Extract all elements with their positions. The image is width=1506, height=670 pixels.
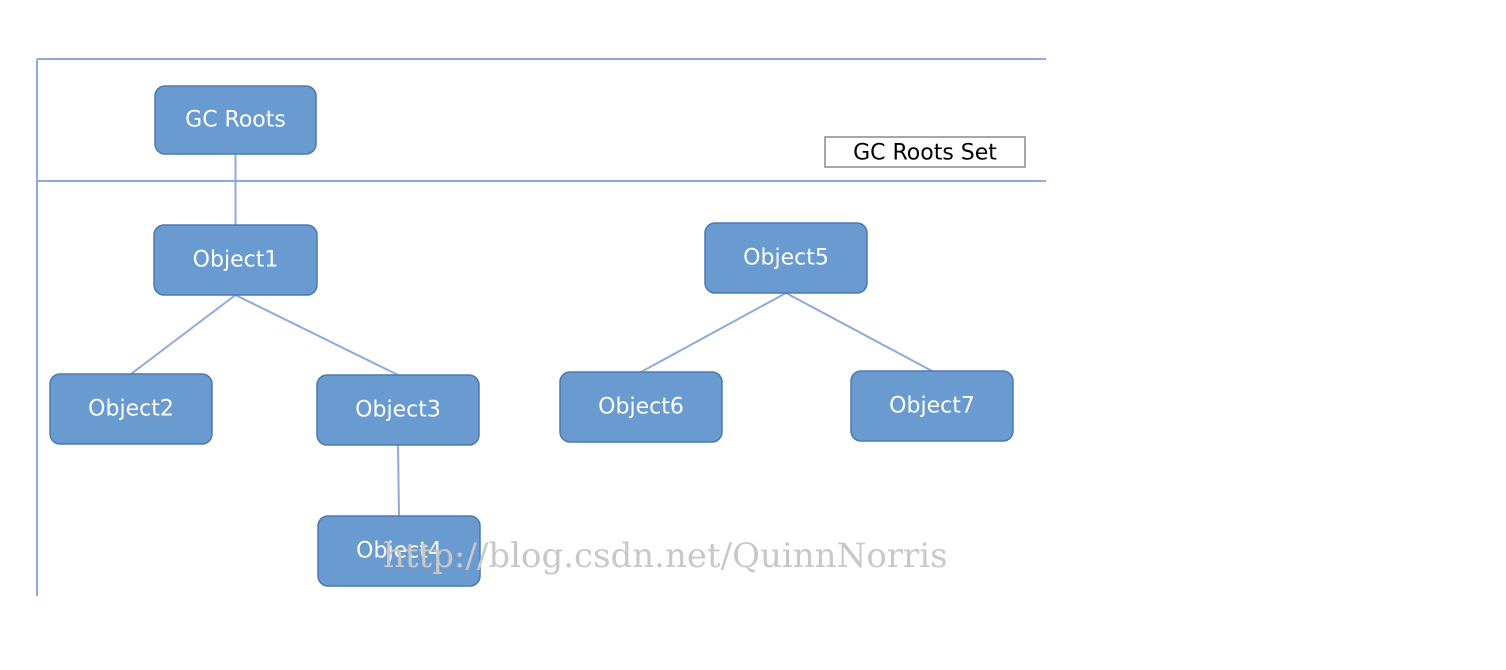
node-object1: Object1 [153,224,318,296]
diagram-frame [36,58,1046,596]
node-box-object3 [316,374,480,446]
node-label-object5: Object5 [743,246,829,271]
node-box-object1 [153,224,318,296]
node-label-object7: Object7 [889,394,975,419]
edge-object1-object2 [130,294,237,375]
edge-object5-object7 [785,292,933,372]
node-label-object3: Object3 [355,398,441,423]
edge-object1-object3 [235,294,399,376]
node-label-gc-roots: GC Roots [185,108,286,133]
node-box-object4 [317,515,481,587]
node-box-gc-roots [154,85,317,155]
node-object5: Object5 [704,222,868,294]
edge-object5-object6 [640,292,787,373]
watermark: http://blog.csdn.net/QuinnNorris [383,536,948,576]
node-object4: Object4 [317,515,481,587]
roots-set-label-box [824,136,1026,168]
edge-object3-object4 [397,444,400,517]
node-gc-roots: GC Roots [154,85,317,155]
diagram-edges [130,154,933,517]
roots-set-label-text: GC Roots Set [853,141,997,166]
node-object7: Object7 [850,370,1014,442]
node-object3: Object3 [316,374,480,446]
node-object2: Object2 [49,373,213,445]
node-box-object6 [559,371,723,443]
node-box-object7 [850,370,1014,442]
roots-set-label: GC Roots Set [824,136,1026,168]
node-label-object1: Object1 [193,248,279,273]
node-box-object2 [49,373,213,445]
node-box-object5 [704,222,868,294]
node-object6: Object6 [559,371,723,443]
node-label-object6: Object6 [598,395,684,420]
node-label-object2: Object2 [88,397,174,422]
node-label-object4: Object4 [356,539,442,564]
